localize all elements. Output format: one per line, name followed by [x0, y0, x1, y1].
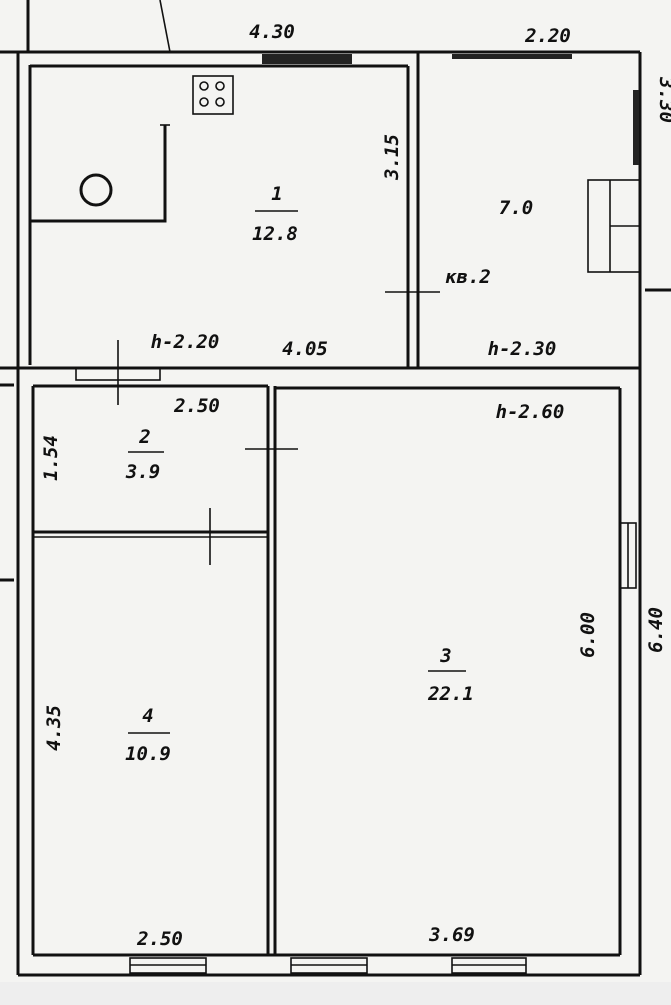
svg-text:4.30: 4.30: [249, 21, 295, 43]
svg-text:h-2.20: h-2.20: [151, 331, 220, 353]
svg-text:3.30: 3.30: [655, 76, 671, 123]
svg-text:22.1: 22.1: [427, 683, 474, 705]
svg-text:4.35: 4.35: [43, 705, 65, 751]
svg-text:кв.2: кв.2: [445, 266, 491, 288]
door-icon: [75, 291, 440, 565]
svg-text:1: 1: [271, 183, 282, 205]
svg-text:3.69: 3.69: [428, 924, 475, 946]
svg-text:10.9: 10.9: [125, 743, 171, 765]
room-label-4: 4 10.9: [125, 705, 171, 765]
room-label-area: 7.0: [499, 197, 533, 219]
svg-text:12.8: 12.8: [252, 223, 298, 245]
svg-text:2: 2: [138, 426, 150, 448]
svg-text:2.20: 2.20: [524, 25, 571, 47]
svg-text:3.9: 3.9: [125, 461, 160, 483]
stove-icon: [192, 75, 234, 115]
svg-text:3.15: 3.15: [381, 134, 403, 181]
svg-text:1.54: 1.54: [40, 435, 62, 481]
sink-icon: [30, 124, 170, 223]
svg-text:4.05: 4.05: [282, 338, 328, 360]
svg-text:6.40: 6.40: [645, 607, 667, 653]
svg-text:6.00: 6.00: [577, 612, 599, 658]
dimension-labels: 4.30 2.20 3.30 3.15 4.05 h-2.20 h-2.30 к…: [40, 21, 671, 950]
svg-text:2.50: 2.50: [173, 395, 220, 417]
room-label-1: 1 12.8: [252, 183, 298, 245]
svg-text:3: 3: [439, 645, 451, 667]
svg-text:h-2.60: h-2.60: [496, 401, 565, 423]
room-label-3: 3 22.1: [427, 645, 474, 705]
svg-text:2.50: 2.50: [136, 928, 183, 950]
window-icon: [129, 54, 639, 974]
room-label-2: 2 3.9: [125, 426, 164, 483]
svg-text:4: 4: [142, 705, 153, 727]
stairs-icon: [587, 179, 641, 273]
walls: [0, 0, 671, 977]
svg-text:h-2.30: h-2.30: [488, 338, 557, 360]
